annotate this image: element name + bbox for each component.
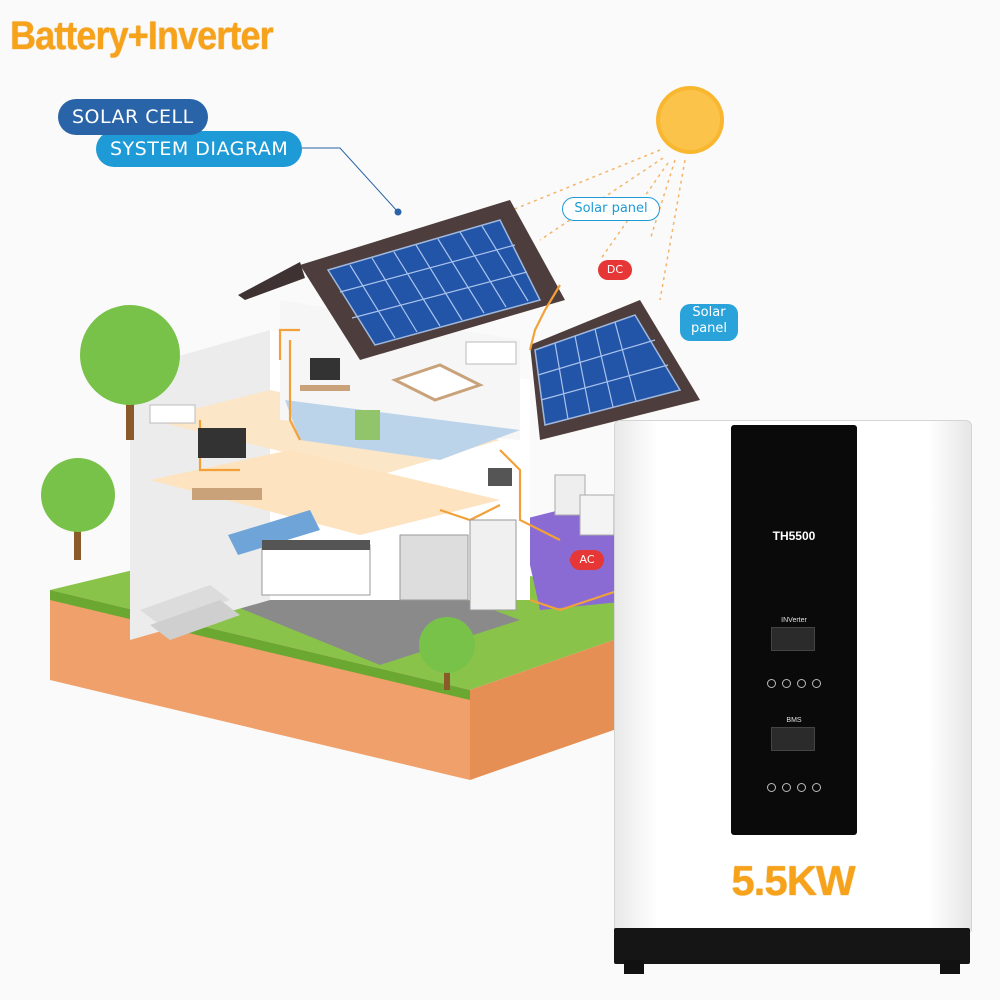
bms-power-button[interactable] [767, 783, 776, 792]
callout-solar-panel-right-line1: Solar [692, 305, 726, 320]
callout-dc: DC [598, 260, 632, 280]
callout-solar-panel-right-line2: panel [690, 321, 728, 336]
power-button[interactable] [767, 679, 776, 688]
device-foot [940, 960, 960, 974]
device-foot [624, 960, 644, 974]
tree-icon [41, 458, 115, 560]
tree-icon [419, 617, 475, 690]
bms-up-button[interactable] [797, 783, 806, 792]
callout-solar-panel-top: Solar panel [562, 197, 660, 221]
page-title: Battery+Inverter [10, 14, 274, 58]
diagram-heading-line1: SOLAR CELL [58, 99, 208, 135]
bms-buttons [767, 783, 821, 792]
solar-panel-main [326, 219, 542, 346]
inverter-buttons [767, 679, 821, 688]
enter-button[interactable] [812, 679, 821, 688]
house-walls [130, 300, 530, 640]
inverter-screen [771, 627, 815, 651]
up-button[interactable] [797, 679, 806, 688]
device-base [614, 928, 970, 964]
control-panel: TH5500 INVerter BMS [731, 425, 857, 835]
sun-icon [656, 86, 724, 154]
callout-ac: AC [570, 550, 604, 570]
callout-solar-panel-right: Solar panel [680, 304, 738, 341]
power-rating: 5.5KW [731, 857, 855, 904]
furniture [149, 341, 615, 611]
device-body: TH5500 INVerter BMS 5.5KW [614, 420, 972, 932]
inverter-label: INVerter [781, 617, 807, 624]
inverter-device: TH5500 INVerter BMS 5.5KW [614, 420, 972, 974]
bms-label: BMS [786, 717, 802, 724]
bms-screen [771, 727, 815, 751]
bms-enter-button[interactable] [812, 783, 821, 792]
menu-button[interactable] [782, 679, 791, 688]
model-label: TH5500 [772, 529, 816, 543]
solar-panel-side [534, 314, 682, 426]
diagram-heading-line2: SYSTEM DIAGRAM [96, 131, 303, 167]
bms-menu-button[interactable] [782, 783, 791, 792]
tree-icon [80, 305, 180, 440]
